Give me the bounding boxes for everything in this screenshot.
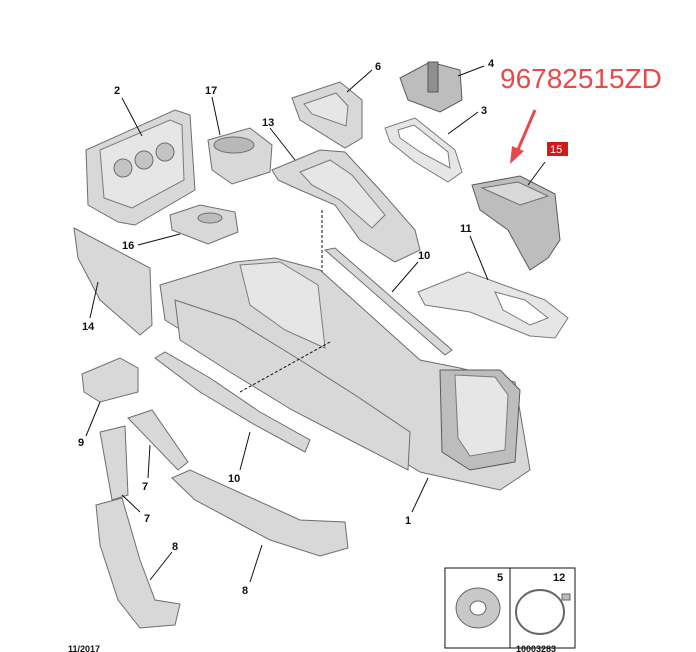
part-6-shift-trim — [291, 81, 363, 149]
part-7-rear-duct-b — [99, 425, 129, 501]
callout-8-b: 8 — [172, 541, 178, 553]
part-10-upper-trim-strip — [323, 247, 453, 356]
date-label: 11/2017 — [68, 644, 100, 652]
part-14-left-side-panel — [73, 227, 153, 336]
callout-17: 17 — [205, 85, 217, 97]
reference-number: 96782515ZD — [500, 63, 662, 94]
callout-10-upper: 10 — [418, 250, 430, 262]
part-5-washer — [455, 587, 501, 629]
part-7-rear-duct-a — [127, 409, 189, 471]
callout-14: 14 — [82, 321, 95, 333]
callout-16: 16 — [122, 240, 134, 252]
callout-2: 2 — [114, 85, 120, 97]
part-1-center-console — [159, 257, 531, 491]
part-11-shifter-surround — [417, 271, 569, 339]
callout-6: 6 — [375, 61, 381, 73]
part-9-air-duct — [81, 357, 139, 403]
svg-text:15: 15 — [550, 144, 562, 156]
part-8-floor-duct-b — [95, 497, 181, 629]
part-13-top-frame — [271, 149, 421, 263]
callout-7-a: 7 — [142, 481, 148, 493]
callout-8-a: 8 — [242, 585, 248, 597]
callout-3: 3 — [481, 105, 487, 117]
callout-5: 5 — [497, 572, 503, 584]
callout-7-b: 7 — [144, 513, 150, 525]
red-pointer-arrow — [510, 109, 537, 164]
drawing-number: 10003283 — [516, 644, 556, 652]
callout-10-lower: 10 — [228, 473, 240, 485]
part-16-clip-bracket — [169, 204, 239, 245]
highlight-badge-15: 15 — [547, 142, 568, 156]
callout-13: 13 — [262, 117, 274, 129]
callout-1: 1 — [405, 515, 411, 527]
part-15-bezel-panel — [471, 175, 561, 271]
part-17-cup-holder — [207, 127, 273, 185]
callout-4: 4 — [488, 58, 495, 70]
part-10-lower-trim-strip — [154, 351, 311, 453]
part-4-gear-boot — [399, 61, 463, 113]
callout-9: 9 — [78, 437, 84, 449]
callout-12: 12 — [553, 572, 565, 584]
callout-11: 11 — [460, 223, 472, 235]
part-8-floor-duct-a — [171, 469, 349, 557]
part-12-ring-clip — [515, 589, 571, 635]
part-2-gauge-bezel — [85, 109, 196, 226]
part-3-trim-ring — [384, 117, 463, 183]
